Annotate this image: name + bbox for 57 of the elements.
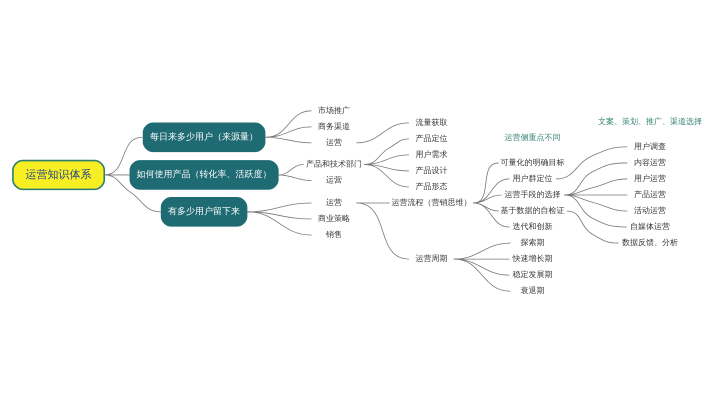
connector	[246, 211, 312, 236]
node-text: 活动运营	[634, 206, 666, 216]
node-text: 用户运营	[634, 174, 666, 183]
node-text: 自媒体运营	[630, 222, 670, 232]
node-text: 用户需求	[415, 150, 448, 159]
connector	[564, 194, 627, 228]
node-text: 数据反馈、分析	[622, 238, 678, 248]
connector	[104, 174, 162, 212]
node-text: 快速增长期	[512, 254, 553, 264]
node-text: 运营手段的选择	[504, 190, 561, 199]
node-box: 有多少用户留下来	[160, 197, 248, 227]
connector	[556, 146, 628, 180]
connector	[356, 202, 410, 260]
connector	[453, 242, 511, 260]
connector	[364, 164, 410, 172]
node-text: 产品设计	[415, 166, 448, 175]
node-text: 可量化的明确目标	[500, 158, 565, 167]
connector	[566, 210, 619, 244]
node-text: 运营	[326, 138, 342, 147]
connector	[453, 258, 510, 276]
connector	[472, 202, 510, 228]
node-text: 用户群定位	[512, 174, 553, 183]
node-text: 产品定位	[415, 134, 448, 143]
node-text: 流量获取	[415, 118, 448, 127]
node-text: 内容运营	[634, 158, 666, 167]
connector	[472, 178, 510, 204]
node-text: 商业策略	[318, 214, 350, 224]
node-text: 运营周期	[415, 254, 448, 264]
connector	[265, 136, 312, 144]
label: 运营侧重点不同	[504, 133, 561, 142]
node-text: 运营流程（营销思维）	[391, 198, 472, 208]
label: 文案、策划、推广、渠道选择	[598, 117, 702, 126]
node-text: 运营	[326, 176, 342, 185]
node-box: 运营知识体系	[12, 160, 106, 190]
node-text: 销售	[326, 230, 342, 240]
connector	[453, 258, 511, 292]
node-text: 迭代和创新	[512, 222, 553, 232]
node-text: 探索期	[520, 238, 545, 248]
node-text: 稳定发展期	[512, 270, 553, 280]
node-text: 基于数据的自检证	[500, 206, 565, 216]
node-text: 产品运营	[634, 190, 666, 199]
node-text: 用户调查	[634, 142, 666, 151]
connector	[364, 164, 410, 188]
node-text: 衰退期	[520, 286, 545, 296]
connector	[472, 194, 502, 204]
node-text: 产品形态	[415, 182, 448, 191]
node-text: 市场推广	[318, 106, 350, 115]
node-text: 商务渠道	[318, 122, 350, 131]
connector	[453, 258, 510, 260]
connector	[278, 174, 312, 181]
node-box: 如何使用产品（转化率、活跃度）	[130, 160, 279, 190]
node-text: 产品和技术部门	[306, 160, 362, 169]
node-text: 运营	[326, 198, 342, 208]
connector	[564, 194, 628, 212]
node-box: 每日来多少用户（来源量）	[142, 122, 266, 152]
connector	[265, 110, 312, 138]
connector	[356, 122, 410, 144]
